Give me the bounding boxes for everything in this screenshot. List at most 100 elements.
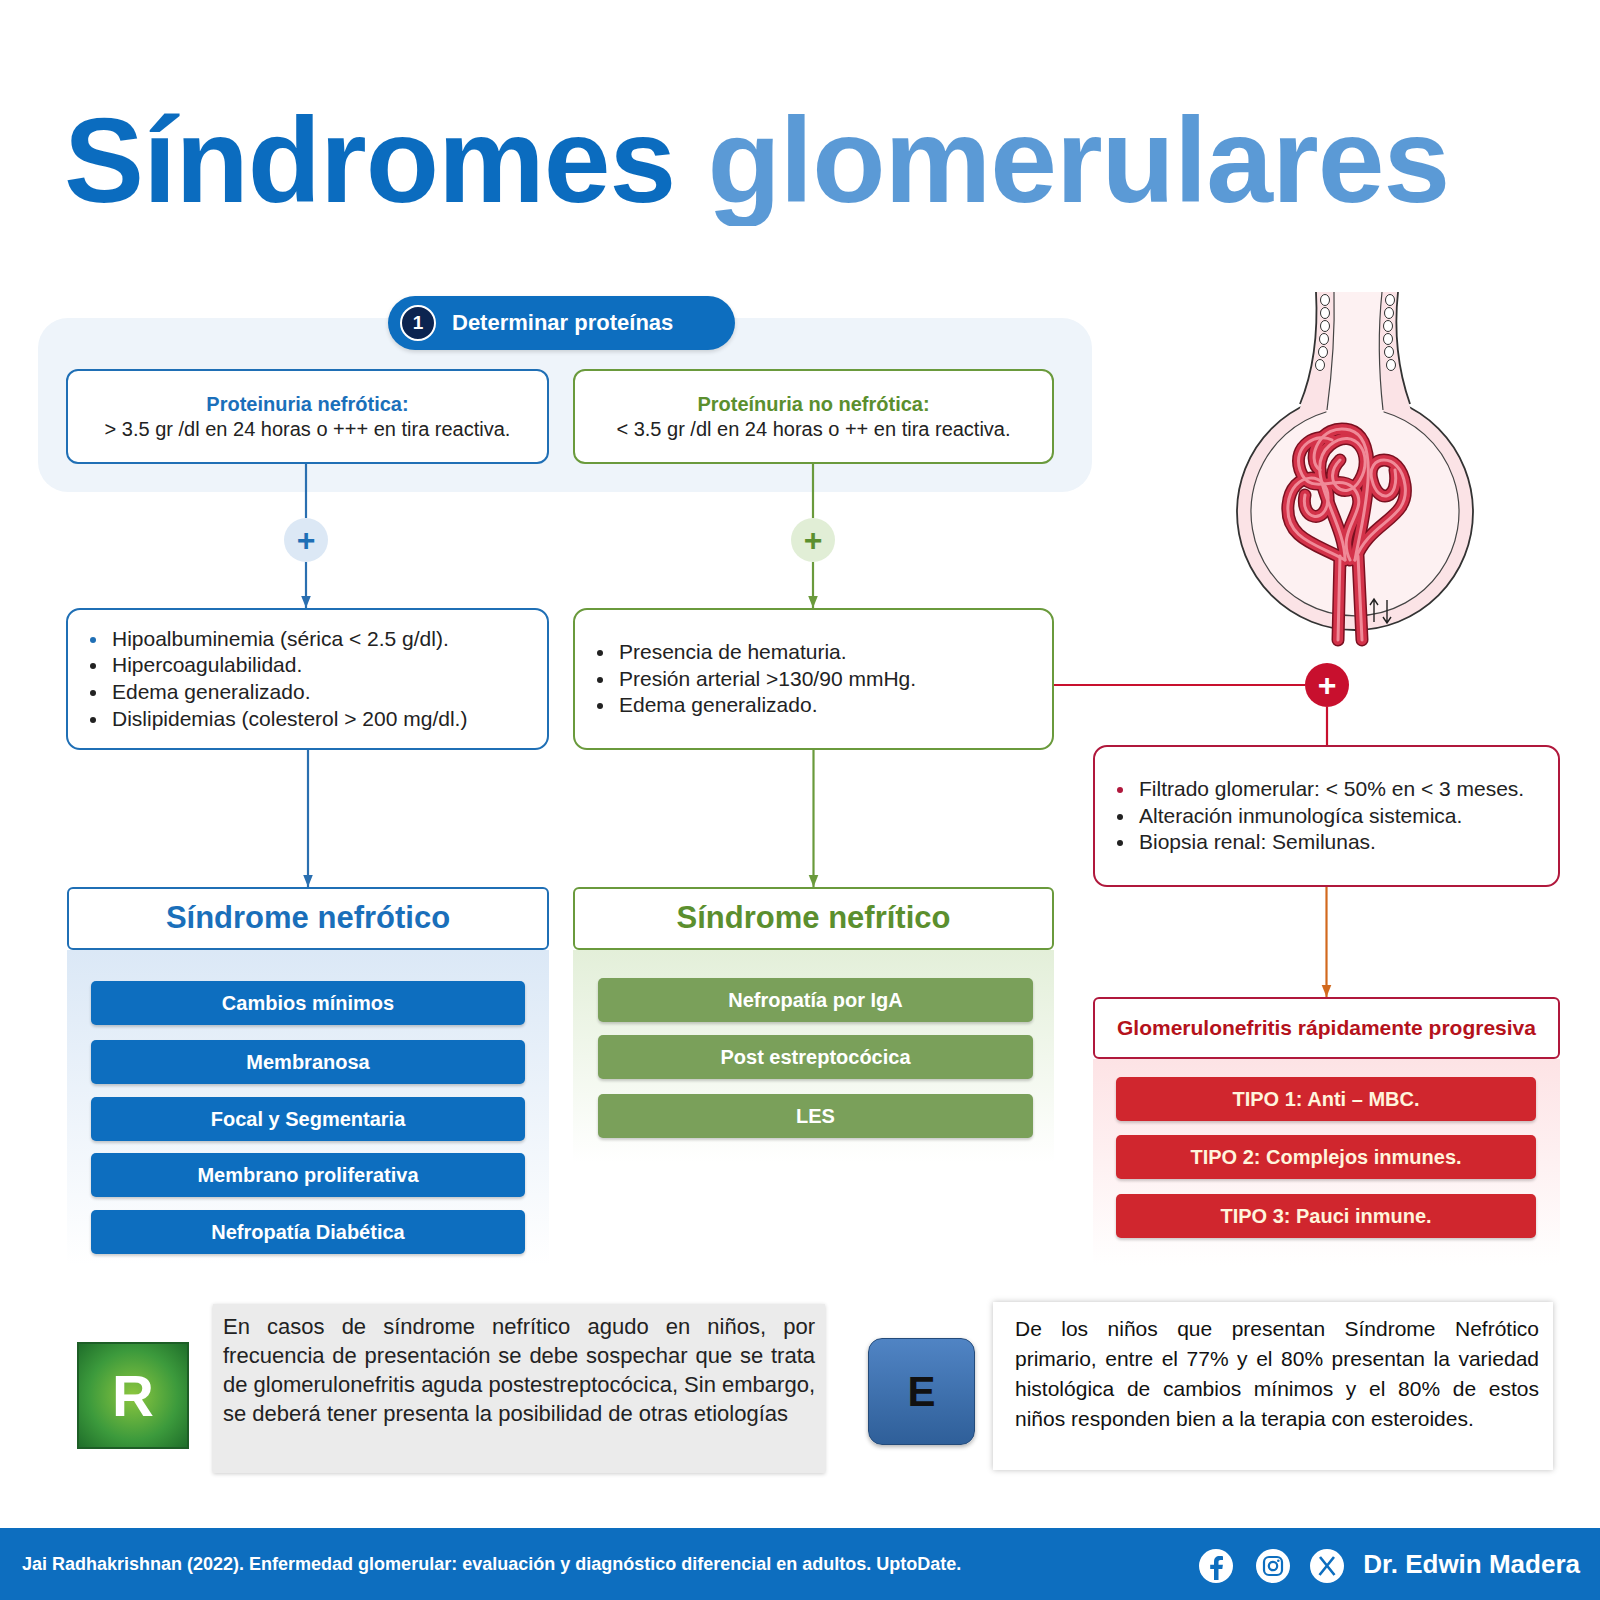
cause-bar: Focal y Segmentaria [91,1097,525,1141]
tubule-wall [1298,292,1412,414]
cause-label: Cambios mínimos [222,992,394,1015]
arteriole [1358,556,1362,640]
capillary-loop [1355,460,1405,560]
panel-heading: Glomerulonefritis rápidamente progresiva [1093,997,1560,1059]
plus-symbol: + [297,524,316,556]
capillary-loop [1320,438,1365,560]
step-label: Determinar proteínas [452,310,673,336]
note-text: En casos de síndrome nefrítico agudo en … [223,1312,815,1428]
plus-circle: + [1305,663,1349,707]
tuft-fill [1288,429,1406,640]
recommendation-badge: R [77,1342,189,1449]
tubule-outline [1300,292,1316,404]
plus-circle: + [284,518,328,562]
cause-bar: LES [598,1094,1033,1138]
badge-letter: R [112,1362,154,1429]
instagram-icon [1256,1549,1290,1583]
cause-bar: Membranosa [91,1040,525,1084]
instagram-frame [1264,1557,1282,1575]
bowman-capsule [1237,394,1473,630]
badge-letter: E [907,1368,935,1416]
connector-line [305,464,307,518]
cause-bar: TIPO 1: Anti – MBC. [1116,1077,1536,1121]
cell [1321,295,1330,306]
box-heading: Proteínuria no nefrótica: [697,391,929,417]
connector-line [307,750,309,887]
icon-circle [1199,1549,1233,1583]
bullet-item: Filtrado glomerular: < 50% en < 3 meses. [1113,776,1544,803]
connector-line [1054,684,1305,686]
plus-circle: + [791,518,835,562]
instagram-lens [1269,1562,1277,1570]
author-name: Dr. Edwin Madera [1363,1549,1580,1580]
arteriole [1358,556,1362,640]
cause-bar: Cambios mínimos [91,981,525,1025]
cause-label: Focal y Segmentaria [211,1108,406,1131]
reference-citation: Jai Radhakrishnan (2022). Enfermedad glo… [22,1554,961,1575]
bullet-item: Alteración inmunologíca sistemica. [1113,803,1544,830]
capillary-loop [1355,460,1405,560]
flow-arrow [1383,600,1391,623]
tubule-outline [1397,292,1411,404]
note-box: De los niños que presentan Síndrome Nefr… [993,1302,1553,1470]
bullet-item: Dislipidemias (colesterol > 200 mg/dl.) [86,706,533,733]
bullet-item: Edema generalizado. [593,692,1038,719]
cause-bar: Nefropatía por IgA [598,978,1033,1022]
cell [1384,321,1393,332]
cell [1384,334,1393,345]
connector-line [1325,887,1327,997]
arteriole [1338,556,1340,640]
capillary-loop [1355,460,1405,560]
findings-box: Filtrado glomerular: < 50% en < 3 meses.… [1093,745,1560,887]
flow-arrows [1370,599,1391,623]
syndrome-panel: Síndrome nefríticoNefropatía por IgAPost… [573,887,1054,1163]
capillary-loop [1320,438,1365,560]
cause-bar: Post estreptocócica [598,1035,1033,1079]
cause-label: Membranosa [246,1051,369,1074]
facebook-icon [1199,1549,1233,1583]
callout-number: 1 [400,305,436,341]
cause-bar: Membrano proliferativa [91,1153,525,1197]
criteria-box: Proteinuria nefrótica:> 3.5 gr /dl en 24… [66,369,549,464]
cell [1387,360,1396,371]
instagram-dot [1277,1559,1280,1562]
tubule-cells [1316,295,1396,371]
capillary-loop [1320,438,1365,560]
footer-band: Jai Radhakrishnan (2022). Enfermedad glo… [0,1528,1600,1600]
syndrome-panel: Glomerulonefritis rápidamente progresiva… [1093,997,1560,1265]
bowman-space [1251,412,1459,616]
cell [1321,321,1330,332]
note-text: De los niños que presentan Síndrome Nefr… [1015,1314,1539,1434]
tubule-lumen [1326,292,1384,416]
syndrome-panel: Síndrome nefróticoCambios mínimosMembran… [67,887,549,1265]
cause-label: Nefropatía Diabética [211,1221,404,1244]
capillary-loop [1314,429,1368,560]
connector-line [812,562,814,608]
capillary-loop [1288,478,1345,560]
capillary-loop [1288,478,1345,560]
capillary-loop [1299,438,1359,560]
step-pill: 1 Determinar proteínas [388,296,735,350]
cause-label: Post estreptocócica [720,1046,910,1069]
findings-box: Presencia de hematuria.Presión arterial … [573,608,1054,750]
cell [1321,308,1330,319]
box-body: < 3.5 gr /dl en 24 horas o ++ en tira re… [616,417,1010,442]
cell [1316,360,1325,371]
plus-symbol: + [804,524,823,556]
tuft-highlight [1288,429,1406,640]
connector-line [305,562,307,608]
cause-label: TIPO 2: Complejos inmunes. [1190,1146,1461,1169]
cause-bar: TIPO 2: Complejos inmunes. [1116,1135,1536,1179]
bullet-item: Edema generalizado. [86,679,533,706]
icon-circle [1256,1549,1290,1583]
x-icon [1310,1549,1344,1583]
tubule-inner [1379,292,1383,410]
box-heading: Proteinuria nefrótica: [206,391,408,417]
plus-symbol: + [1318,669,1337,701]
tubule-inner [1327,292,1334,410]
note-box: En casos de síndrome nefrítico agudo en … [213,1304,825,1473]
capillary-loop [1314,429,1368,560]
bullet-item: Biopsia renal: Semilunas. [1113,829,1544,856]
